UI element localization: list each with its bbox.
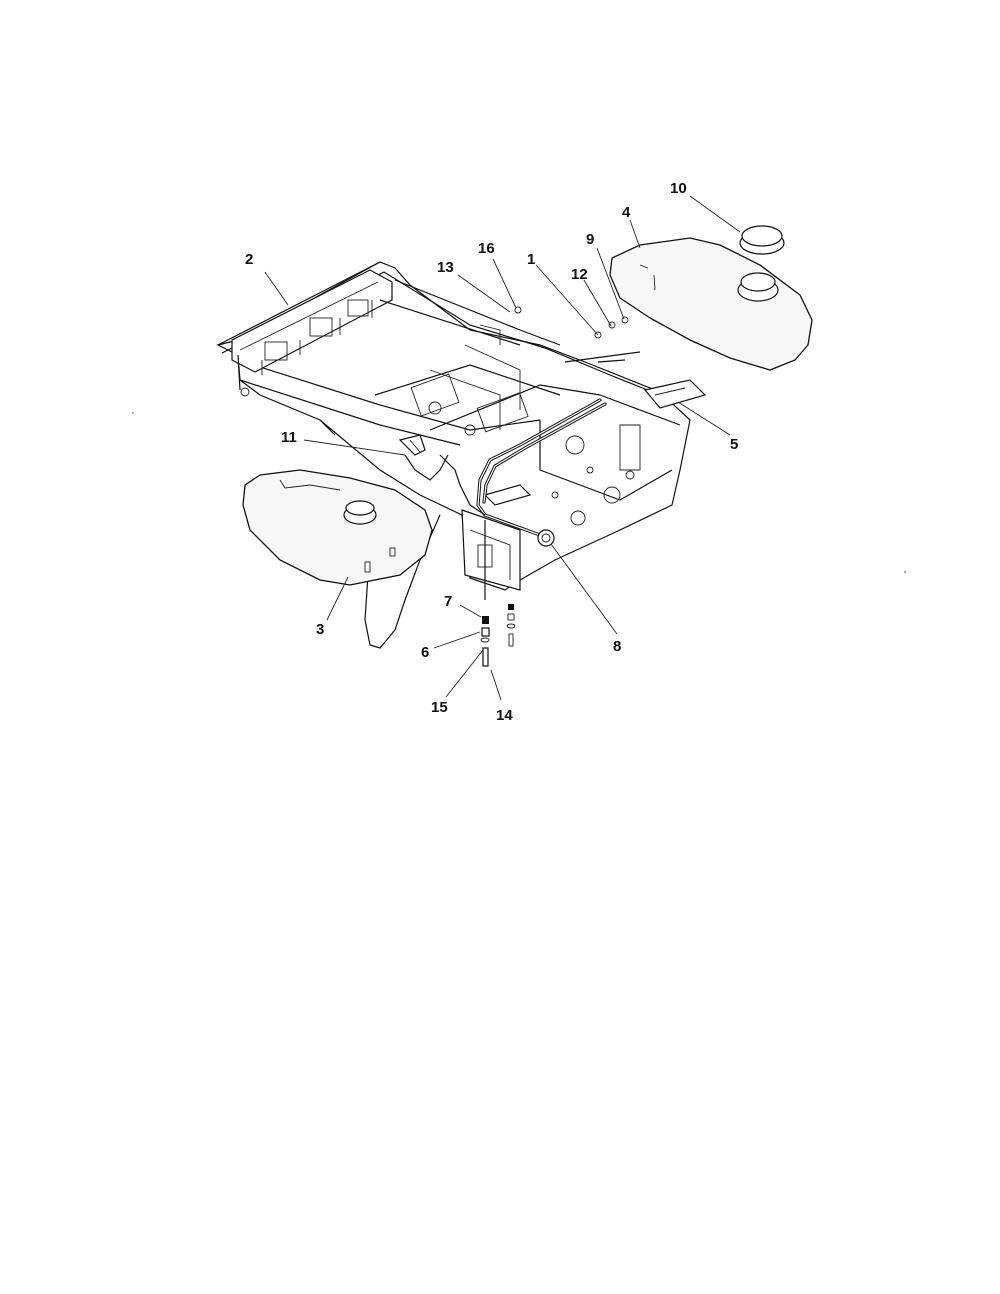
- callout-4: 4: [622, 204, 631, 221]
- callout-8: 8: [613, 638, 621, 655]
- callout-16: 16: [478, 240, 495, 257]
- callout-15: 15: [431, 699, 448, 716]
- fuel-tank-right: [609, 237, 813, 371]
- callout-6: 6: [421, 644, 429, 661]
- callout-9: 9: [586, 231, 594, 248]
- callout-11: 11: [281, 429, 297, 446]
- leader-lines: [264, 195, 741, 701]
- fuel-filter: [537, 529, 555, 547]
- hose-clamp-detail: [398, 434, 426, 456]
- speck: [132, 412, 134, 414]
- callout-5: 5: [730, 436, 738, 453]
- callout-10: 10: [670, 180, 687, 197]
- fitting-stack: [480, 604, 516, 667]
- callout-2: 2: [245, 251, 253, 268]
- speck: [904, 571, 906, 573]
- return-hose: [364, 514, 441, 649]
- callout-7: 7: [444, 593, 452, 610]
- chassis-frame: [216, 261, 707, 591]
- fuel-hose: [404, 398, 607, 600]
- callout-13: 13: [437, 259, 454, 276]
- callout-14: 14: [496, 707, 513, 724]
- callout-3: 3: [316, 621, 324, 638]
- fuel-tank-left: [242, 469, 433, 586]
- callout-12: 12: [571, 266, 588, 283]
- fuel-cap: [739, 225, 785, 255]
- callout-1: 1: [527, 251, 535, 268]
